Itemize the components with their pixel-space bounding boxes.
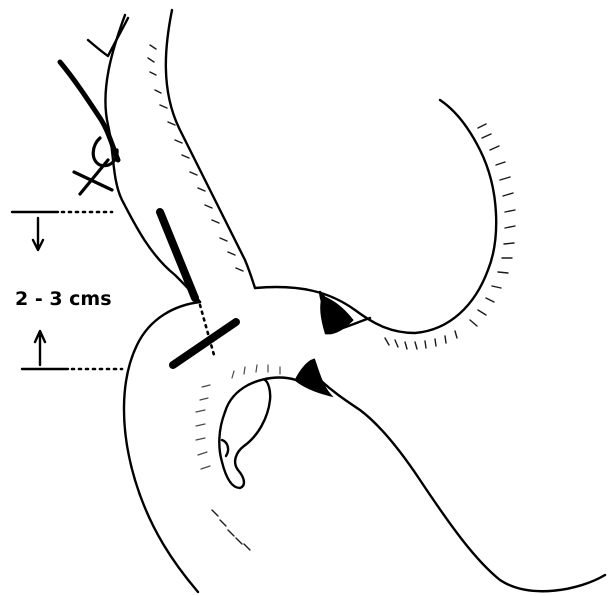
lower-notch (296, 360, 330, 395)
measurement-label: 2 - 3 cms (15, 288, 112, 310)
upper-marker-bar (160, 212, 195, 298)
main-body-outer-curve (124, 302, 200, 592)
lower-body-shading (212, 510, 250, 550)
main-body-top-surface (255, 100, 496, 333)
inner-lumen-curl (219, 380, 270, 488)
inner-lumen (219, 378, 296, 488)
down-arrow-icon (33, 218, 43, 250)
up-arrow-icon (35, 331, 45, 365)
right-curve-shading (470, 124, 515, 326)
inner-lumen-top (225, 378, 296, 412)
measurement-annotation: 2 - 3 cms (12, 212, 122, 369)
junction-top-shading (385, 331, 457, 349)
lower-marker-bar (173, 322, 236, 365)
lumen-top-shading (232, 365, 280, 378)
upper-vessel-right-wall (166, 10, 255, 288)
upper-vessel-shading (148, 45, 243, 271)
lower-notch-shape (296, 360, 330, 395)
main-body-lower-curve (315, 375, 605, 591)
side-branch-vessel (60, 62, 118, 160)
upper-notch-shape (322, 297, 352, 333)
inner-curve-shading (196, 385, 210, 469)
